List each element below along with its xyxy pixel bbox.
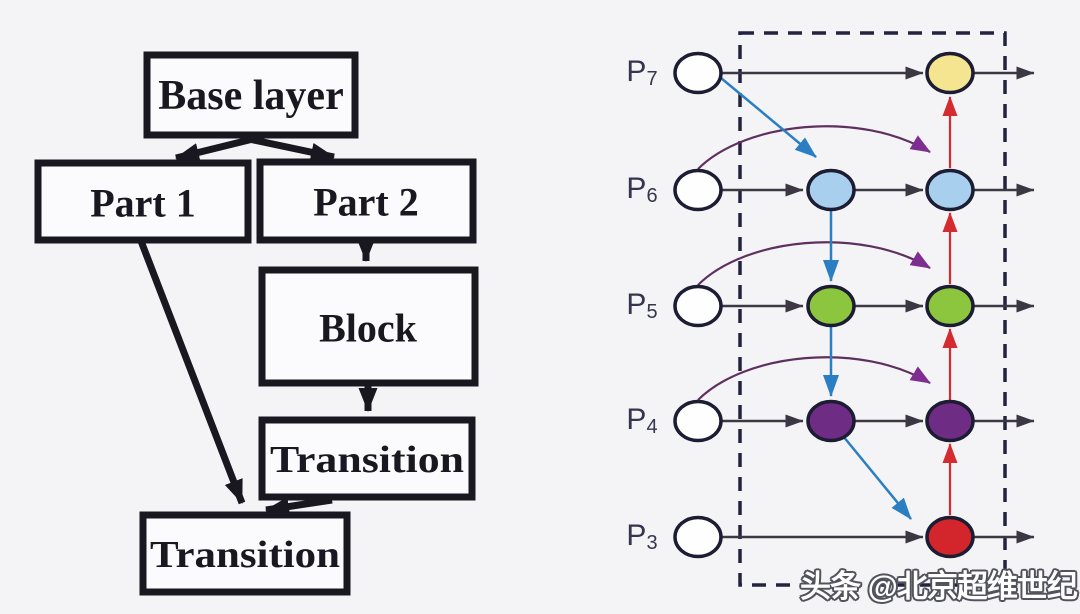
node-p6-out xyxy=(925,168,975,212)
node-p6-input xyxy=(673,168,723,212)
label-transition-bottom: Transition xyxy=(150,534,340,576)
box-part2 xyxy=(256,158,477,244)
label-p4: P4 xyxy=(626,403,657,439)
node-p7-input xyxy=(673,51,723,95)
black-lateral-arrows xyxy=(721,66,1035,544)
arrow-p7-to-p6 xyxy=(720,77,817,158)
arrow-p6-skip xyxy=(697,125,931,170)
flowchart-diagram: Base layer Part 1 Part 2 Block Transitio… xyxy=(34,51,479,596)
node-p4-input xyxy=(673,399,723,443)
arrow-p4-to-p3 xyxy=(842,435,912,520)
label-p4-sub: 4 xyxy=(646,416,657,438)
arrow-part1-to-transition-bottom xyxy=(137,239,246,505)
flowchart-labels: Base layer Part 1 Part 2 Block Transitio… xyxy=(90,73,464,576)
label-p5: P5 xyxy=(626,288,657,324)
label-p3-base: P xyxy=(626,519,646,552)
dashed-region-border xyxy=(738,31,1007,587)
label-p7-sub: 7 xyxy=(646,68,657,90)
label-p6-base: P xyxy=(626,172,646,205)
label-base-layer: Base layer xyxy=(158,73,343,119)
node-p4-out xyxy=(925,399,975,443)
watermark-text: 头条 @北京超维世纪 xyxy=(800,569,1078,604)
arrow-p4-skip xyxy=(697,356,931,401)
box-transition-bottom xyxy=(139,511,351,596)
node-p3-out xyxy=(925,515,975,559)
row-labels: P7 P6 P5 P4 P3 xyxy=(626,55,657,555)
arrow-base-to-part1 xyxy=(175,135,254,162)
pipeline-nodes xyxy=(673,51,975,559)
flowchart-boxes xyxy=(34,51,479,596)
arrow-base-to-part2 xyxy=(248,135,335,162)
node-p5-out xyxy=(925,284,975,328)
box-transition-right xyxy=(258,416,476,501)
node-p3-input xyxy=(673,515,723,559)
box-part1 xyxy=(34,159,252,244)
node-p6-mid xyxy=(806,168,856,212)
blue-topdown-arrows xyxy=(720,77,912,520)
box-block xyxy=(258,266,479,387)
label-part2: Part 2 xyxy=(313,180,419,225)
label-block: Block xyxy=(319,306,418,351)
label-p7-base: P xyxy=(626,55,646,88)
label-p7: P7 xyxy=(626,55,657,91)
label-transition-right: Transition xyxy=(270,439,464,481)
pipeline-diagram: P7 P6 P5 P4 P3 xyxy=(626,31,1035,587)
label-p3: P3 xyxy=(626,519,657,555)
node-p5-mid xyxy=(806,284,856,328)
label-p5-base: P xyxy=(626,288,646,321)
label-p6-sub: 6 xyxy=(646,185,657,207)
arrow-p5-skip xyxy=(697,241,931,286)
flowchart-arrows xyxy=(137,135,378,516)
box-base-layer xyxy=(143,51,359,139)
label-p5-sub: 5 xyxy=(646,301,657,323)
node-p5-input xyxy=(673,284,723,328)
label-p6: P6 xyxy=(626,172,657,208)
node-p4-mid xyxy=(806,399,856,443)
purple-skip-arrows xyxy=(697,125,931,401)
label-p3-sub: 3 xyxy=(646,532,657,554)
node-p7-out xyxy=(925,51,975,95)
label-p4-base: P xyxy=(626,403,646,436)
arrow-transition-to-transition-bottom xyxy=(265,496,333,516)
label-part1: Part 1 xyxy=(90,181,196,226)
